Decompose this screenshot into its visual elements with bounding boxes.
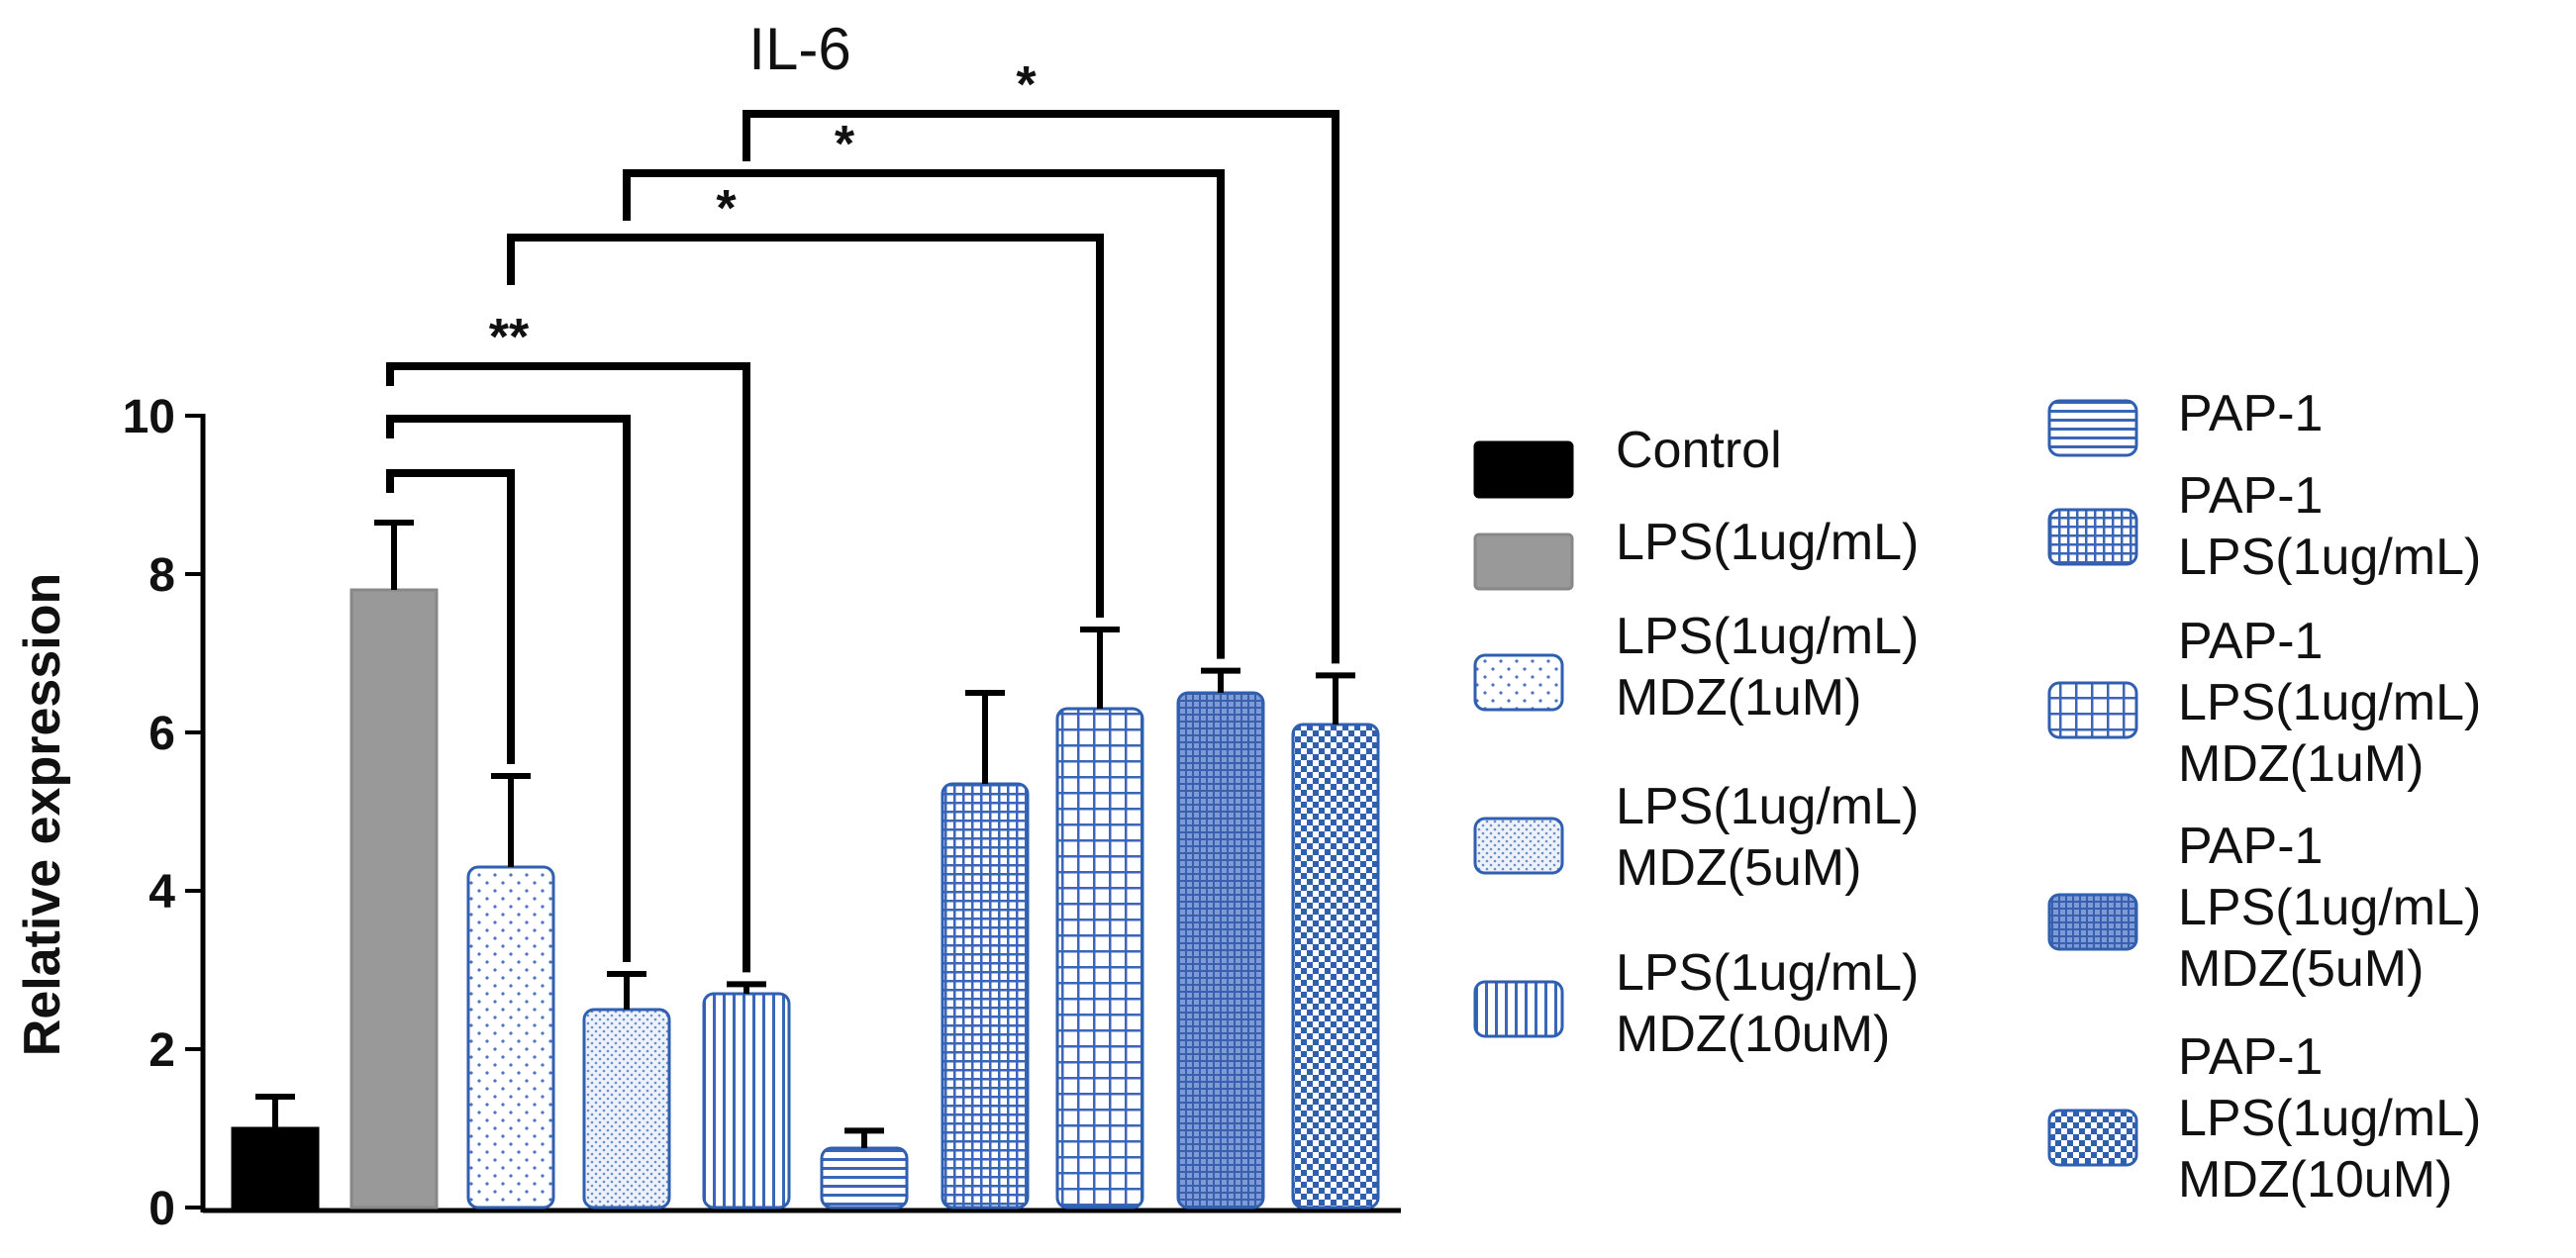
bars (231, 520, 1380, 1210)
legend-swatch (2047, 1109, 2138, 1167)
legend-swatch (1473, 817, 1564, 875)
axes: 0 2 4 6 8 10 (123, 391, 1401, 1235)
legend-label: LPS(1ug/mL) (1616, 514, 1919, 571)
significance-label: * (716, 180, 737, 238)
bar (941, 782, 1030, 1210)
legend-label: PAP-1 (2178, 1028, 2323, 1086)
significance-label: * (1016, 56, 1037, 114)
y-tick-label: 0 (149, 1183, 175, 1235)
y-tick-label: 8 (149, 549, 175, 602)
legend-label: LPS(1ug/mL) (1616, 778, 1919, 835)
bar (702, 992, 791, 1210)
legend-label: LPS(1ug/mL) (2178, 879, 2481, 936)
bar (820, 1146, 909, 1210)
bar (1291, 723, 1380, 1210)
y-tick-label: 6 (149, 708, 175, 760)
significance-bracket (507, 234, 1104, 618)
legend-label: MDZ(1uM) (2178, 735, 2424, 793)
bar (349, 588, 439, 1210)
bar (231, 1126, 320, 1210)
legend-swatch (2047, 893, 2138, 951)
legend-label: LPS(1ug/mL) (2178, 529, 2481, 586)
legend-swatch (2047, 399, 2138, 457)
legend-label: PAP-1 (2178, 613, 2323, 670)
legend-label: LPS(1ug/mL) (2178, 1090, 2481, 1147)
significance-label: * (835, 116, 855, 173)
legend-label: PAP-1 (2178, 467, 2323, 525)
y-tick-label: 2 (149, 1024, 175, 1077)
bar (1176, 691, 1265, 1210)
legend-label: LPS(1ug/mL) (1616, 608, 1919, 665)
y-tick-label: 10 (123, 391, 175, 443)
legend-label: LPS(1ug/mL) (1616, 944, 1919, 1002)
y-axis-label: Relative expression (14, 573, 71, 1056)
significance-bracket (743, 110, 1339, 664)
legend-label: LPS(1ug/mL) (2178, 674, 2481, 731)
legend: ControlLPS(1ug/mL)LPS(1ug/mL)MDZ(1uM)LPS… (1473, 385, 2481, 1209)
legend-swatch (2047, 681, 2138, 739)
significance-bracket (386, 469, 515, 764)
legend-label: MDZ(10uM) (1616, 1006, 1890, 1063)
legend-label: MDZ(5uM) (1616, 839, 1861, 897)
legend-swatch (1473, 980, 1564, 1038)
significance-bracket (386, 362, 750, 973)
legend-label: PAP-1 (2178, 385, 2323, 442)
bar (582, 1008, 671, 1210)
legend-swatch (1473, 532, 1574, 591)
legend-label: MDZ(10uM) (2178, 1151, 2452, 1209)
significance-label: ** (489, 309, 530, 366)
significance-brackets: ***** (386, 56, 1339, 973)
bar (1055, 707, 1144, 1210)
y-tick-label: 4 (149, 866, 175, 919)
legend-label: MDZ(5uM) (2178, 940, 2424, 998)
legend-swatch (2047, 508, 2138, 566)
legend-label: Control (1616, 422, 1782, 479)
legend-label: PAP-1 (2178, 818, 2323, 875)
legend-swatch (1473, 653, 1564, 712)
legend-label: MDZ(1uM) (1616, 669, 1861, 726)
significance-bracket (386, 415, 631, 962)
legend-swatch (1473, 440, 1574, 499)
chart-title: IL-6 (748, 16, 850, 82)
bar (466, 865, 555, 1210)
significance-bracket (623, 169, 1225, 659)
